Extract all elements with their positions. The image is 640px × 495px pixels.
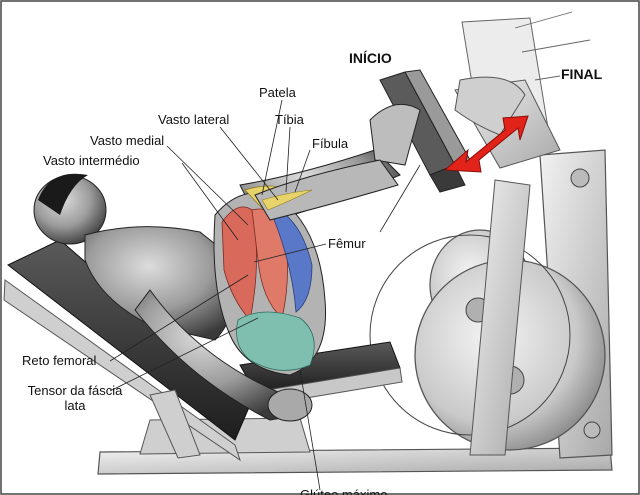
label-fibula: Fíbula: [312, 136, 349, 151]
phase-start-label: INÍCIO: [349, 50, 392, 66]
movement-arrow: [443, 115, 529, 173]
label-reto-femoral: Reto femoral: [22, 353, 97, 368]
label-tensor-line1: Tensor da fáscia: [27, 383, 123, 398]
label-tensor-fascia-lata: Tensor da fáscia lata: [10, 383, 140, 413]
near-shin: [254, 159, 399, 221]
label-femur: Fêmur: [328, 236, 366, 251]
label-vasto-intermedio: Vasto intermédio: [43, 153, 140, 168]
phase-end-label: FINAL: [561, 66, 603, 82]
sled-carriage: [469, 179, 531, 456]
sled-rails: [514, 11, 591, 81]
seat: [3, 239, 403, 462]
label-tibia: Tíbia: [275, 112, 304, 127]
leader-lines: [109, 99, 421, 491]
label-patela: Patela: [259, 85, 296, 100]
label-tensor-line2: lata: [64, 398, 86, 413]
label-vasto-lateral: Vasto lateral: [158, 112, 230, 127]
label-vasto-medial: Vasto medial: [90, 133, 165, 148]
label-bottom-cut: Glúteo máximo: [300, 487, 388, 495]
